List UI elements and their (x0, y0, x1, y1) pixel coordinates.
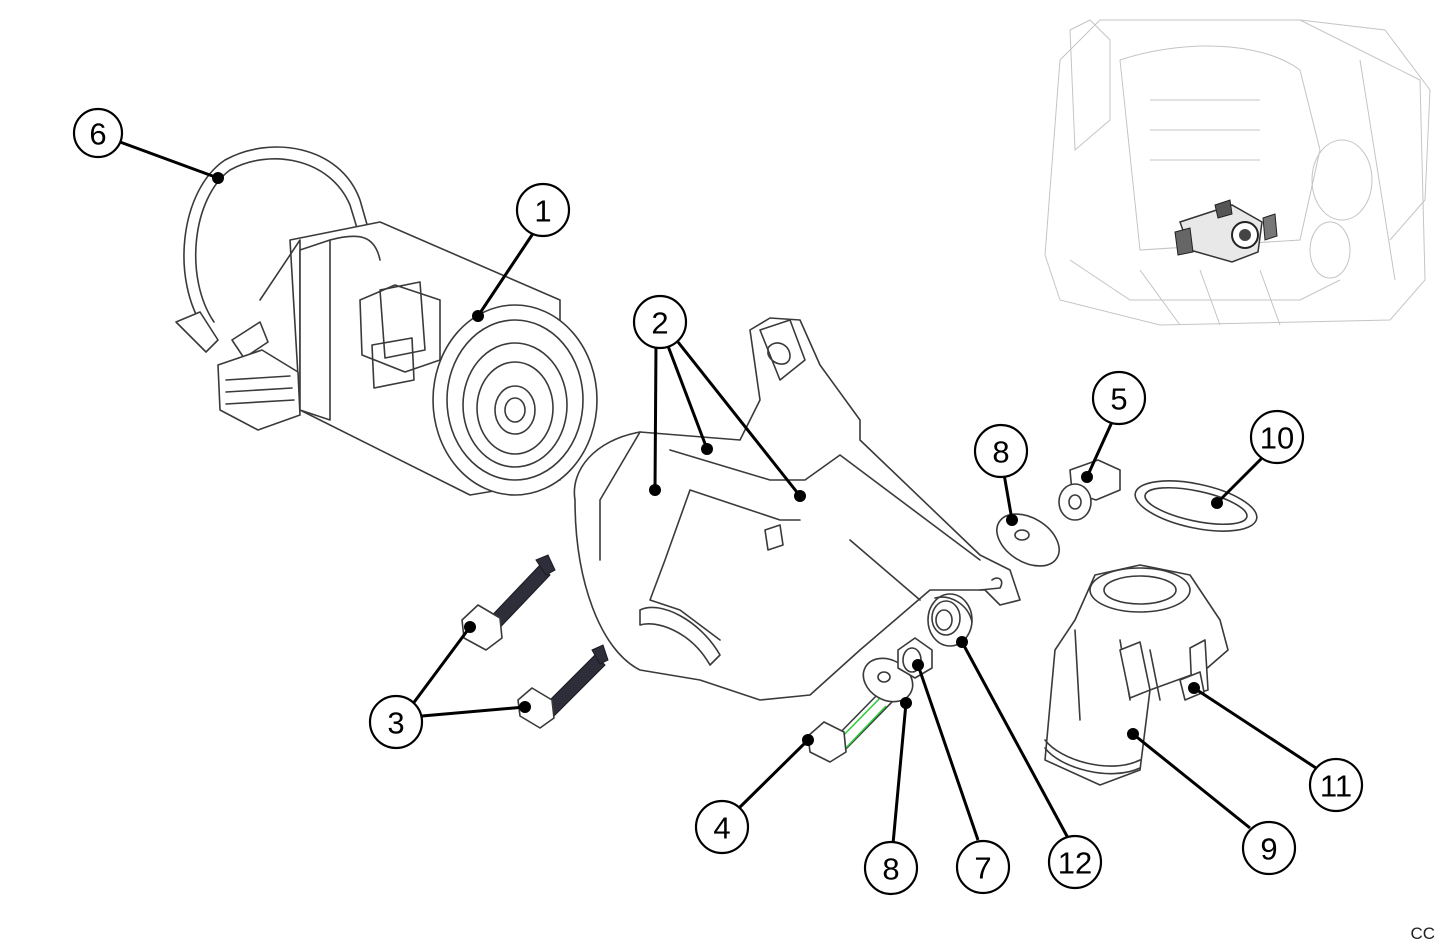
part-1-coolant-pump (217, 221, 598, 496)
callout-label: 7 (974, 851, 991, 886)
leader-3b (421, 705, 526, 718)
leader-3a (410, 626, 472, 706)
leader-dots (212, 172, 1223, 746)
leader-12 (960, 641, 1070, 839)
leader-8a (1002, 473, 1014, 521)
leader-1 (476, 231, 536, 317)
leader-10 (1215, 456, 1264, 505)
callout-1: 1 (515, 182, 571, 238)
leader-9 (1132, 732, 1251, 830)
callout-8-lower: 8 (863, 840, 919, 896)
part-6-hose-clamp (175, 146, 369, 359)
callout-label: 3 (387, 706, 404, 741)
callout-label: 12 (1058, 846, 1092, 881)
callout-label: 8 (992, 435, 1009, 470)
callout-label: 2 (651, 306, 668, 341)
callout-label: 9 (1260, 832, 1277, 867)
part-3-bolts (461, 554, 609, 729)
callout-5: 5 (1091, 370, 1147, 426)
callout-8-upper: 8 (973, 423, 1029, 479)
corner-code-label: CC (1410, 924, 1435, 943)
leader-8b (891, 702, 908, 845)
part-2-heat-shield-bracket (573, 317, 1021, 701)
part-4-bolt (807, 691, 893, 763)
callout-label: 4 (713, 811, 730, 846)
leader-2c (676, 341, 802, 497)
callout-12: 12 (1047, 834, 1103, 890)
engine-locator-thumbnail (1044, 19, 1431, 326)
part-12-grommet (927, 593, 973, 647)
callout-label: 1 (534, 194, 551, 229)
callout-7: 7 (955, 839, 1011, 895)
leader-5 (1085, 421, 1114, 478)
leader-2a (653, 343, 658, 491)
part-5-fitting (1058, 459, 1121, 521)
callout-10: 10 (1249, 409, 1305, 465)
part-11-bolt (1179, 639, 1209, 701)
leader-2b (666, 345, 709, 450)
leader-11 (1193, 686, 1317, 770)
highlighted-pump-thumbnail (1174, 199, 1278, 263)
leader-6 (119, 140, 219, 180)
callout-2: 2 (632, 294, 688, 350)
leader-7 (916, 664, 980, 841)
callout-label: 11 (1320, 769, 1352, 804)
callout-3: 3 (368, 694, 424, 750)
callout-label: 8 (882, 852, 899, 887)
part-9-outlet-housing (1044, 564, 1229, 786)
callout-9: 9 (1241, 820, 1297, 876)
callout-label: 10 (1260, 421, 1294, 456)
callout-11: 11 (1308, 757, 1364, 813)
callout-label: 6 (89, 117, 106, 152)
callout-label: 5 (1110, 382, 1127, 417)
part-8-washer-upper (996, 513, 1060, 567)
part-10-gasket (1134, 480, 1258, 532)
callout-4: 4 (694, 799, 750, 855)
leader-4 (735, 738, 810, 812)
callout-6: 6 (72, 107, 124, 159)
leader-lines (119, 140, 1317, 845)
